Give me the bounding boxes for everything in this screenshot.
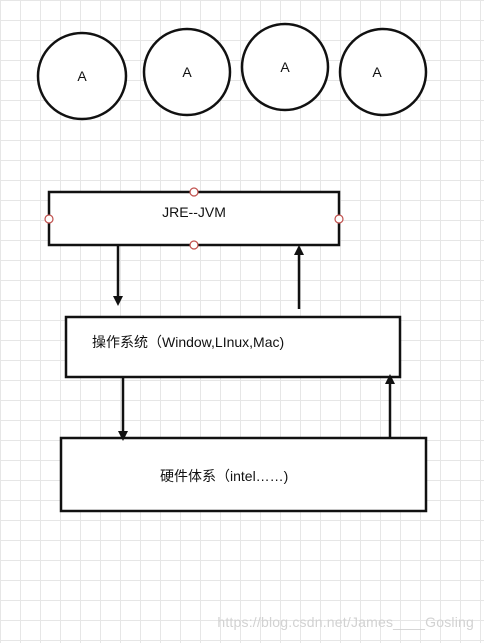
- hardware-box[interactable]: 硬件体系（intel……): [59, 436, 428, 513]
- jvm-box[interactable]: JRE--JVM: [44, 187, 344, 250]
- circle-node-label: A: [182, 64, 192, 80]
- resize-handle-left[interactable]: [44, 214, 54, 224]
- circle-node-2[interactable]: A: [142, 27, 232, 117]
- watermark-text: https://blog.csdn.net/James____Gosling: [217, 614, 474, 630]
- jvm-box-label: JRE--JVM: [162, 204, 226, 220]
- os-box[interactable]: 操作系统（Window,LInux,Mac): [64, 315, 402, 379]
- os-box-label: 操作系统（Window,LInux,Mac): [92, 334, 284, 350]
- hardware-box-label: 硬件体系（intel……): [160, 468, 288, 484]
- circle-node-4[interactable]: A: [338, 27, 428, 117]
- resize-handle-right[interactable]: [334, 214, 344, 224]
- circle-node-label: A: [372, 64, 382, 80]
- resize-handle-top[interactable]: [189, 187, 199, 197]
- circle-node-1[interactable]: A: [36, 31, 128, 121]
- circle-node-3[interactable]: A: [240, 22, 330, 112]
- circle-node-label: A: [280, 59, 290, 75]
- circle-node-label: A: [77, 68, 87, 84]
- resize-handle-bottom[interactable]: [189, 240, 199, 250]
